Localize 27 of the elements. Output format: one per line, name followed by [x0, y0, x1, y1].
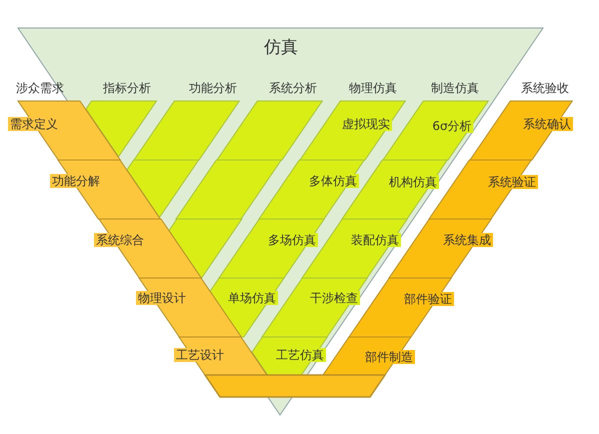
- cell-label: 系统确认: [520, 117, 573, 131]
- column-heading: 涉众需求: [16, 82, 64, 94]
- cell-label: 虚拟现实: [340, 117, 392, 131]
- cell-label: 单场仿真: [226, 291, 278, 305]
- cell-label: 需求定义: [8, 117, 60, 131]
- cell-label: 系统验证: [486, 175, 538, 189]
- cell-label: 功能分解: [50, 174, 102, 188]
- column-heading: 制造仿真: [431, 82, 479, 94]
- cell-label: 多场仿真: [266, 233, 318, 247]
- diagram-heading: 仿真: [263, 38, 299, 58]
- cell-label: 系统综合: [94, 233, 146, 247]
- column-heading: 指标分析: [103, 82, 151, 94]
- cell-label: 物理设计: [136, 291, 188, 305]
- column-heading: 物理仿真: [349, 82, 397, 94]
- cell-label: 干涉检查: [308, 291, 360, 305]
- cell-label: 部件制造: [362, 350, 415, 364]
- cell-label: 部件验证: [402, 292, 454, 306]
- cell-label: 工艺仿真: [274, 348, 326, 362]
- column-heading: 功能分析: [189, 82, 237, 94]
- column-heading: 系统分析: [269, 82, 317, 94]
- cell-label: 6σ分析: [430, 119, 474, 133]
- cell-label: 多体仿真: [306, 174, 359, 188]
- cell-label: 工艺设计: [174, 348, 226, 362]
- cell-label: 机构仿真: [386, 175, 439, 189]
- cell-label: 系统集成: [440, 233, 493, 247]
- cell-label: 装配仿真: [348, 233, 401, 247]
- column-heading: 系统验收: [521, 82, 569, 94]
